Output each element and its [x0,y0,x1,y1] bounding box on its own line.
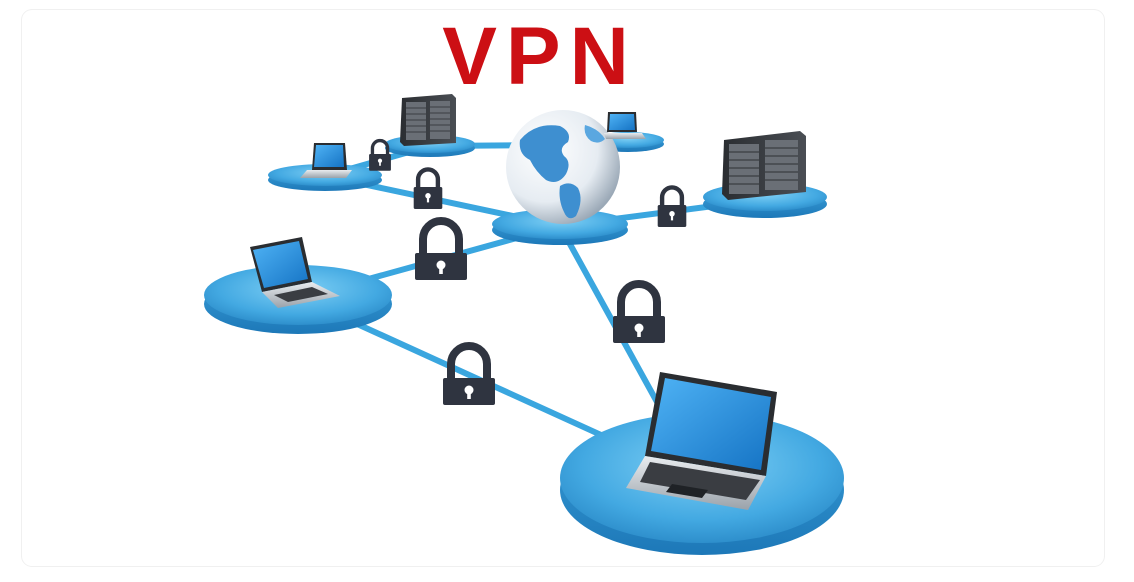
laptop-icon [626,372,777,510]
lock-icon [415,217,467,280]
node-discs [204,132,844,555]
globe-icon [506,110,620,224]
lock-icon [613,280,665,343]
lock-icon [443,342,495,405]
server-icon [722,131,806,200]
diagram-title: VPN [442,11,638,102]
lock-icon [369,138,391,171]
laptop-icon [300,143,352,178]
laptop-icon [250,237,340,308]
laptop-icon [604,112,646,139]
server-icon [400,94,456,146]
locks [369,138,687,405]
lock-icon [413,167,443,209]
lock-icon [657,185,687,227]
disc-globe-hub [492,209,628,245]
